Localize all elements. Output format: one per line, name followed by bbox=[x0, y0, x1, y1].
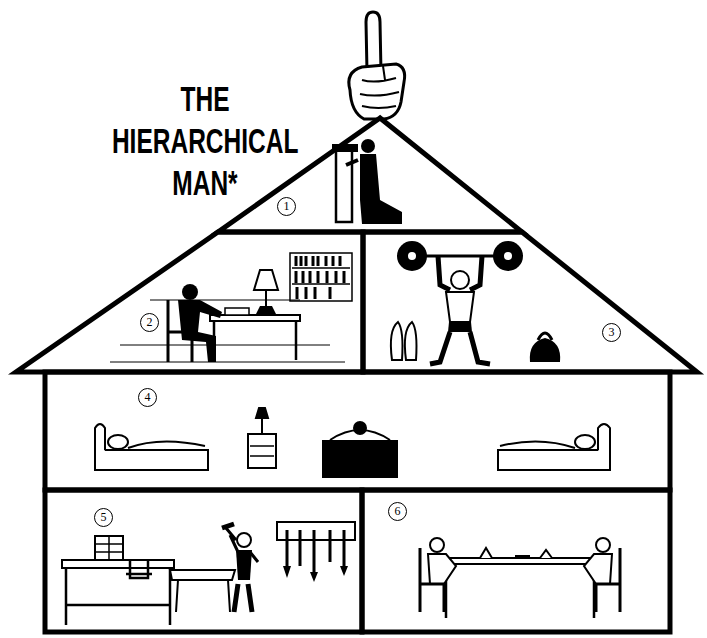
room-outline bbox=[16, 232, 363, 372]
dining-table bbox=[440, 558, 600, 564]
vise bbox=[126, 560, 152, 578]
figure-head bbox=[361, 139, 375, 153]
room-outline bbox=[45, 490, 362, 632]
chair bbox=[420, 548, 444, 612]
lamp-shade bbox=[254, 270, 278, 290]
kettlebell-handle bbox=[538, 333, 552, 340]
bed-front bbox=[322, 440, 398, 478]
diagram-title: THE HIERARCHICAL MAN* bbox=[112, 78, 298, 204]
tableware bbox=[480, 548, 552, 558]
workbench-legs bbox=[66, 568, 170, 625]
drawers bbox=[250, 446, 274, 456]
figure-arms bbox=[346, 160, 358, 165]
lifter-arms bbox=[438, 256, 482, 290]
books bbox=[296, 256, 344, 299]
parts-cabinet bbox=[95, 536, 123, 560]
room-wall bbox=[45, 372, 670, 490]
nightstand bbox=[248, 434, 276, 468]
blanket bbox=[500, 441, 575, 448]
diner-body bbox=[428, 554, 456, 584]
callout-number: 2 bbox=[140, 313, 159, 332]
headboard bbox=[598, 424, 610, 470]
sawhorse bbox=[170, 570, 235, 612]
floor-lines bbox=[110, 300, 345, 362]
diner-head bbox=[596, 538, 610, 552]
bookshelf bbox=[290, 253, 352, 301]
tool-heads bbox=[283, 566, 348, 582]
lifter-trunks bbox=[448, 322, 472, 332]
room-box: 6 bbox=[362, 490, 670, 632]
fist bbox=[349, 64, 405, 119]
bed bbox=[95, 450, 208, 470]
kettlebell bbox=[530, 338, 560, 362]
sleeper-head bbox=[575, 435, 595, 449]
desk-legs bbox=[214, 321, 296, 360]
worker-head bbox=[237, 533, 251, 547]
room-wall bbox=[363, 232, 697, 372]
lamp-base bbox=[256, 306, 276, 314]
hammer-head bbox=[222, 524, 234, 528]
cabinet-drawers bbox=[95, 536, 123, 560]
prayer-desk bbox=[336, 150, 352, 222]
callout-number: 1 bbox=[277, 197, 296, 216]
room-wall bbox=[362, 490, 670, 632]
hanging-tools bbox=[287, 530, 344, 576]
lifter-head bbox=[451, 271, 469, 289]
lifter-legs bbox=[430, 332, 490, 364]
sleeper-head bbox=[353, 421, 367, 435]
callout-number: 3 bbox=[602, 323, 621, 342]
room-outline bbox=[363, 232, 697, 372]
worker-legs bbox=[234, 584, 252, 612]
knuckle-lines bbox=[360, 66, 399, 108]
barbell-plate bbox=[493, 241, 523, 271]
bedside-lamp bbox=[256, 408, 268, 434]
plate-hole bbox=[408, 252, 416, 260]
sleeper-head bbox=[108, 435, 128, 449]
room-wall bbox=[45, 490, 362, 632]
blanket bbox=[128, 441, 205, 448]
headboard bbox=[95, 424, 105, 470]
callout-number: 5 bbox=[94, 508, 113, 527]
open-book bbox=[225, 308, 249, 315]
workbench-top bbox=[62, 560, 174, 568]
bed bbox=[498, 450, 610, 470]
chair bbox=[596, 548, 620, 612]
shelves bbox=[292, 268, 350, 284]
room-box: 4 bbox=[45, 372, 670, 490]
desk-top bbox=[210, 315, 300, 321]
room-outline bbox=[45, 372, 670, 490]
chair bbox=[168, 300, 195, 362]
shoes bbox=[391, 322, 417, 360]
diner-body bbox=[584, 554, 612, 584]
diner-head bbox=[430, 538, 444, 552]
kneeling-figure bbox=[360, 154, 402, 224]
room-wall bbox=[16, 232, 363, 372]
hammer-arm bbox=[226, 528, 258, 562]
room-box: 2 bbox=[16, 232, 363, 372]
room-box: 5 bbox=[45, 490, 362, 632]
barbell-plate bbox=[397, 241, 427, 271]
callout-number: 6 bbox=[388, 502, 407, 521]
callout-number: 4 bbox=[138, 388, 157, 407]
reader-head bbox=[182, 284, 198, 300]
lifter-torso bbox=[446, 292, 474, 322]
plate-hole bbox=[504, 252, 512, 260]
table-legs bbox=[446, 564, 594, 618]
pointing-finger bbox=[366, 12, 381, 72]
room-box: 3 bbox=[363, 232, 697, 372]
room-outline bbox=[362, 490, 670, 632]
worker-body bbox=[236, 550, 252, 580]
